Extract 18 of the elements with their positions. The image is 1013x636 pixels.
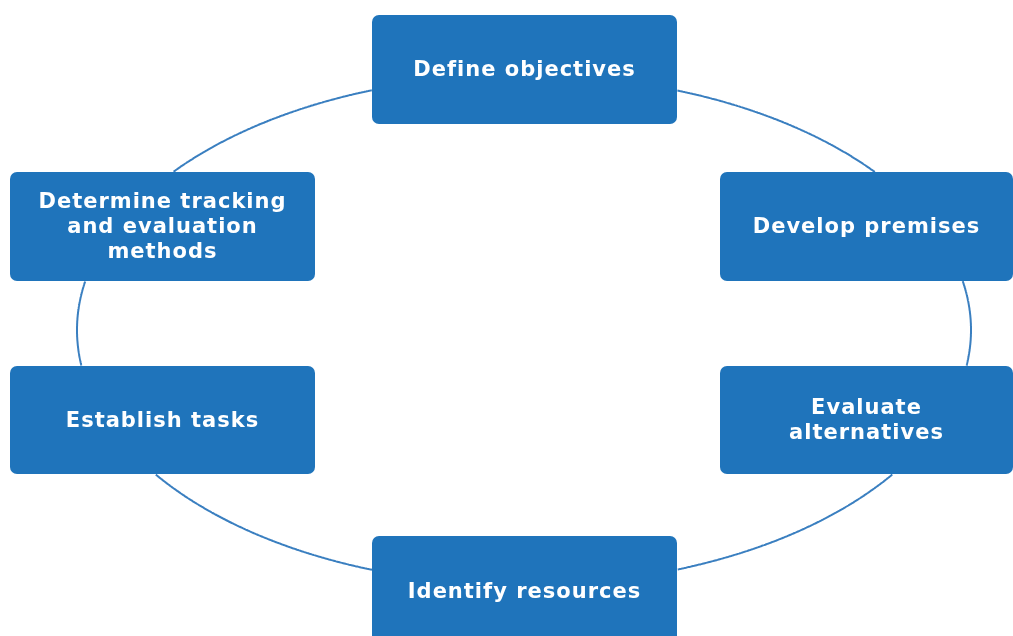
- connector-arc: [172, 89, 373, 173]
- connector-arc: [961, 280, 972, 367]
- step-label: Determine tracking and evaluation methods: [37, 189, 288, 264]
- process-box: [720, 172, 1013, 281]
- process-box: [10, 366, 315, 474]
- connector-arc: [76, 280, 87, 367]
- process-box: [372, 15, 677, 124]
- process-box: [720, 366, 1013, 474]
- step-label: Establish tasks: [65, 407, 260, 433]
- connector-arc: [676, 89, 876, 173]
- process-box: [372, 536, 677, 636]
- step-label: Develop premises: [752, 214, 981, 239]
- process-box: [10, 172, 315, 281]
- step-label: Evaluate alternatives: [788, 395, 945, 445]
- step-label: Define objectives: [413, 57, 636, 82]
- connector-arc: [154, 473, 373, 571]
- step-label: Identify resources: [407, 578, 642, 604]
- connector-arc: [676, 473, 894, 571]
